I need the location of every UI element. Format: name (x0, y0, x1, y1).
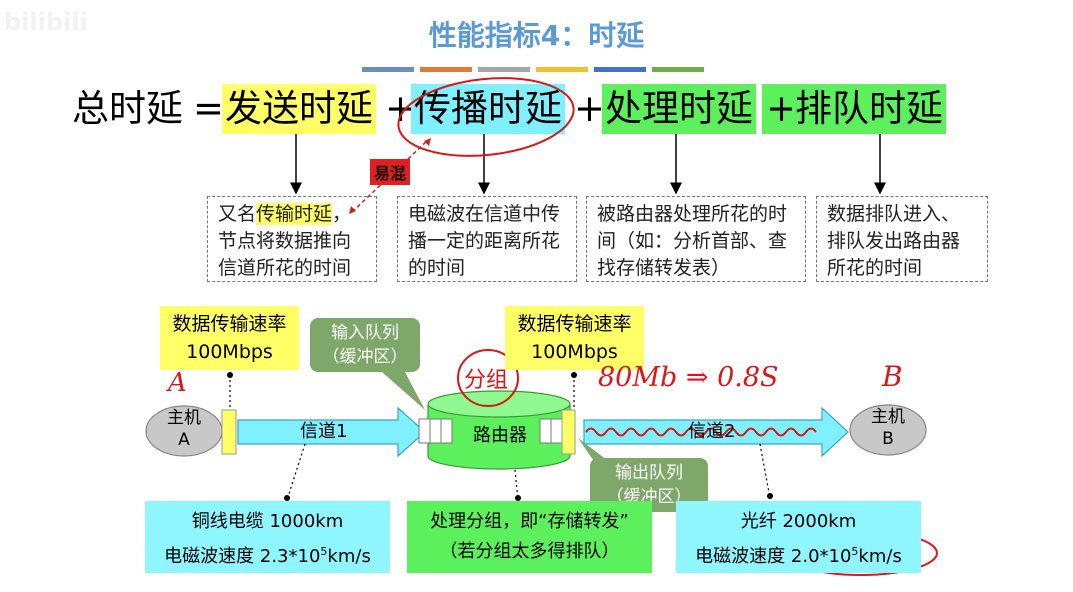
title-bar-4 (536, 67, 588, 72)
fiber-box: 光纤 2000km 电磁波速度 2.0*105km/s (676, 501, 921, 573)
proc-delay-desc: 被路由器处理所花的时间（如：分析首部、查找存储转发表） (586, 196, 806, 282)
output-queue-label: 输出队列 (615, 463, 683, 483)
fiber-line2: 电磁波速度 2.0*105km/s (676, 537, 921, 572)
watermark: bilibili (4, 8, 88, 36)
hand-squiggle-channel2 (585, 427, 817, 437)
copper-speed: 电磁波速度 2.3*10 (164, 546, 321, 567)
page-title: 性能指标4：时延 (428, 19, 645, 52)
formula-plus-1: + (385, 87, 417, 130)
hand-label-packet: 分组 (464, 368, 509, 393)
rate2-label: 数据传输速率 (517, 313, 632, 335)
input-queue-label: 输入队列 (331, 323, 399, 343)
process-line2: （若分组太多得排队） (439, 541, 620, 562)
rate2-value: 100Mbps (531, 341, 618, 363)
send-desc-prefix: 又名 (218, 203, 257, 225)
output-queue-cells (539, 418, 563, 444)
input-queue-callout: 输入队列 （缓冲区） (310, 318, 420, 372)
host-b-shape (849, 404, 927, 456)
formula-total: 总时延 (72, 87, 183, 130)
fiber-connector (759, 443, 771, 499)
input-queue-sub: （缓冲区） (322, 347, 408, 367)
title-bar-1 (362, 67, 414, 72)
router-shape (427, 404, 571, 470)
copper-connector (286, 443, 306, 501)
router-out-port (561, 409, 576, 455)
fiber-length: 2000km (782, 511, 857, 532)
host-a-label: 主机 A (146, 407, 222, 451)
title-bar-3 (478, 67, 530, 72)
send-desc-rest: ，节点将数据推向信道所花的时间 (218, 203, 352, 279)
formula-send-delay: 发送时延 (222, 84, 376, 134)
host-a-line1: 主机 (167, 408, 201, 428)
channel2-label: 信道2 (688, 421, 736, 442)
copper-line2: 电磁波速度 2.3*105km/s (145, 537, 390, 572)
hand-note-80mb: 80Mb ⇒ 0.8S (598, 362, 779, 393)
title-bar-5 (594, 67, 646, 72)
send-delay-desc: 又名传输时延，节点将数据推向信道所花的时间 (207, 196, 377, 282)
formula-equals: = (193, 87, 225, 130)
hand-ellipse-packet (457, 349, 519, 407)
host-a-port (221, 409, 237, 455)
copper-line1: 铜线电缆 1000km (191, 511, 344, 532)
host-b-label: 主机 B (850, 406, 926, 450)
rate1-label: 数据传输速率 (172, 313, 287, 335)
fiber-line1: 光纤 2000km (676, 507, 921, 537)
title-bar-6 (652, 67, 704, 72)
send-desc-highlight: 传输时延 (256, 203, 333, 225)
formula-queue-delay: 排队时延 (792, 84, 946, 134)
prop-delay-desc: 电磁波在信道中传播一定的距离所花的时间 (397, 196, 577, 282)
rate2-box: 数据传输速率 100Mbps (505, 306, 644, 370)
host-a-line2: A (178, 430, 190, 450)
hand-label-a: A (168, 368, 187, 398)
queue-delay-desc: 数据排队进入、排队发出路由器所花的时间 (816, 196, 988, 282)
router-label: 路由器 (473, 425, 527, 446)
input-queue-tail (382, 372, 425, 410)
copper-box: 铜线电缆 1000km 电磁波速度 2.3*105km/s (145, 501, 390, 573)
process-pre: 处理分组，即“ (430, 511, 548, 532)
process-post: ” (619, 511, 629, 532)
title-bar-2 (420, 67, 472, 72)
host-b-line1: 主机 (871, 407, 905, 427)
channel1-arrow (237, 406, 426, 458)
formula-plus-2: + (574, 87, 606, 130)
process-box: 处理分组，即“存储转发” （若分组太多得排队） (407, 501, 652, 573)
process-line1: 处理分组，即“存储转发” (407, 507, 652, 537)
formula-proc-delay: 处理时延 (602, 84, 756, 134)
fiber-speed-label: 电磁波速度 (695, 546, 791, 567)
process-connector (514, 469, 519, 501)
rate1-box: 数据传输速率 100Mbps (160, 306, 299, 370)
hand-ellipse-prop (397, 77, 575, 157)
fiber-label: 光纤 (740, 511, 783, 532)
copper-unit: km/s (327, 546, 371, 567)
input-queue-cells (418, 418, 453, 444)
host-b-line2: B (882, 429, 894, 449)
fiber-exp: 5 (851, 545, 859, 558)
copper-exp: 5 (320, 545, 328, 558)
fiber-unit: km/s (858, 546, 902, 567)
confusion-arrow (351, 139, 429, 213)
fiber-speed: 2.0*10 (790, 546, 852, 567)
hand-label-b: B (882, 360, 903, 393)
rate1-value: 100Mbps (186, 341, 273, 363)
channel1-label: 信道1 (300, 421, 348, 442)
process-store-forward: 存储转发 (547, 511, 620, 532)
formula-prop-delay: 传播时延 (411, 84, 565, 134)
